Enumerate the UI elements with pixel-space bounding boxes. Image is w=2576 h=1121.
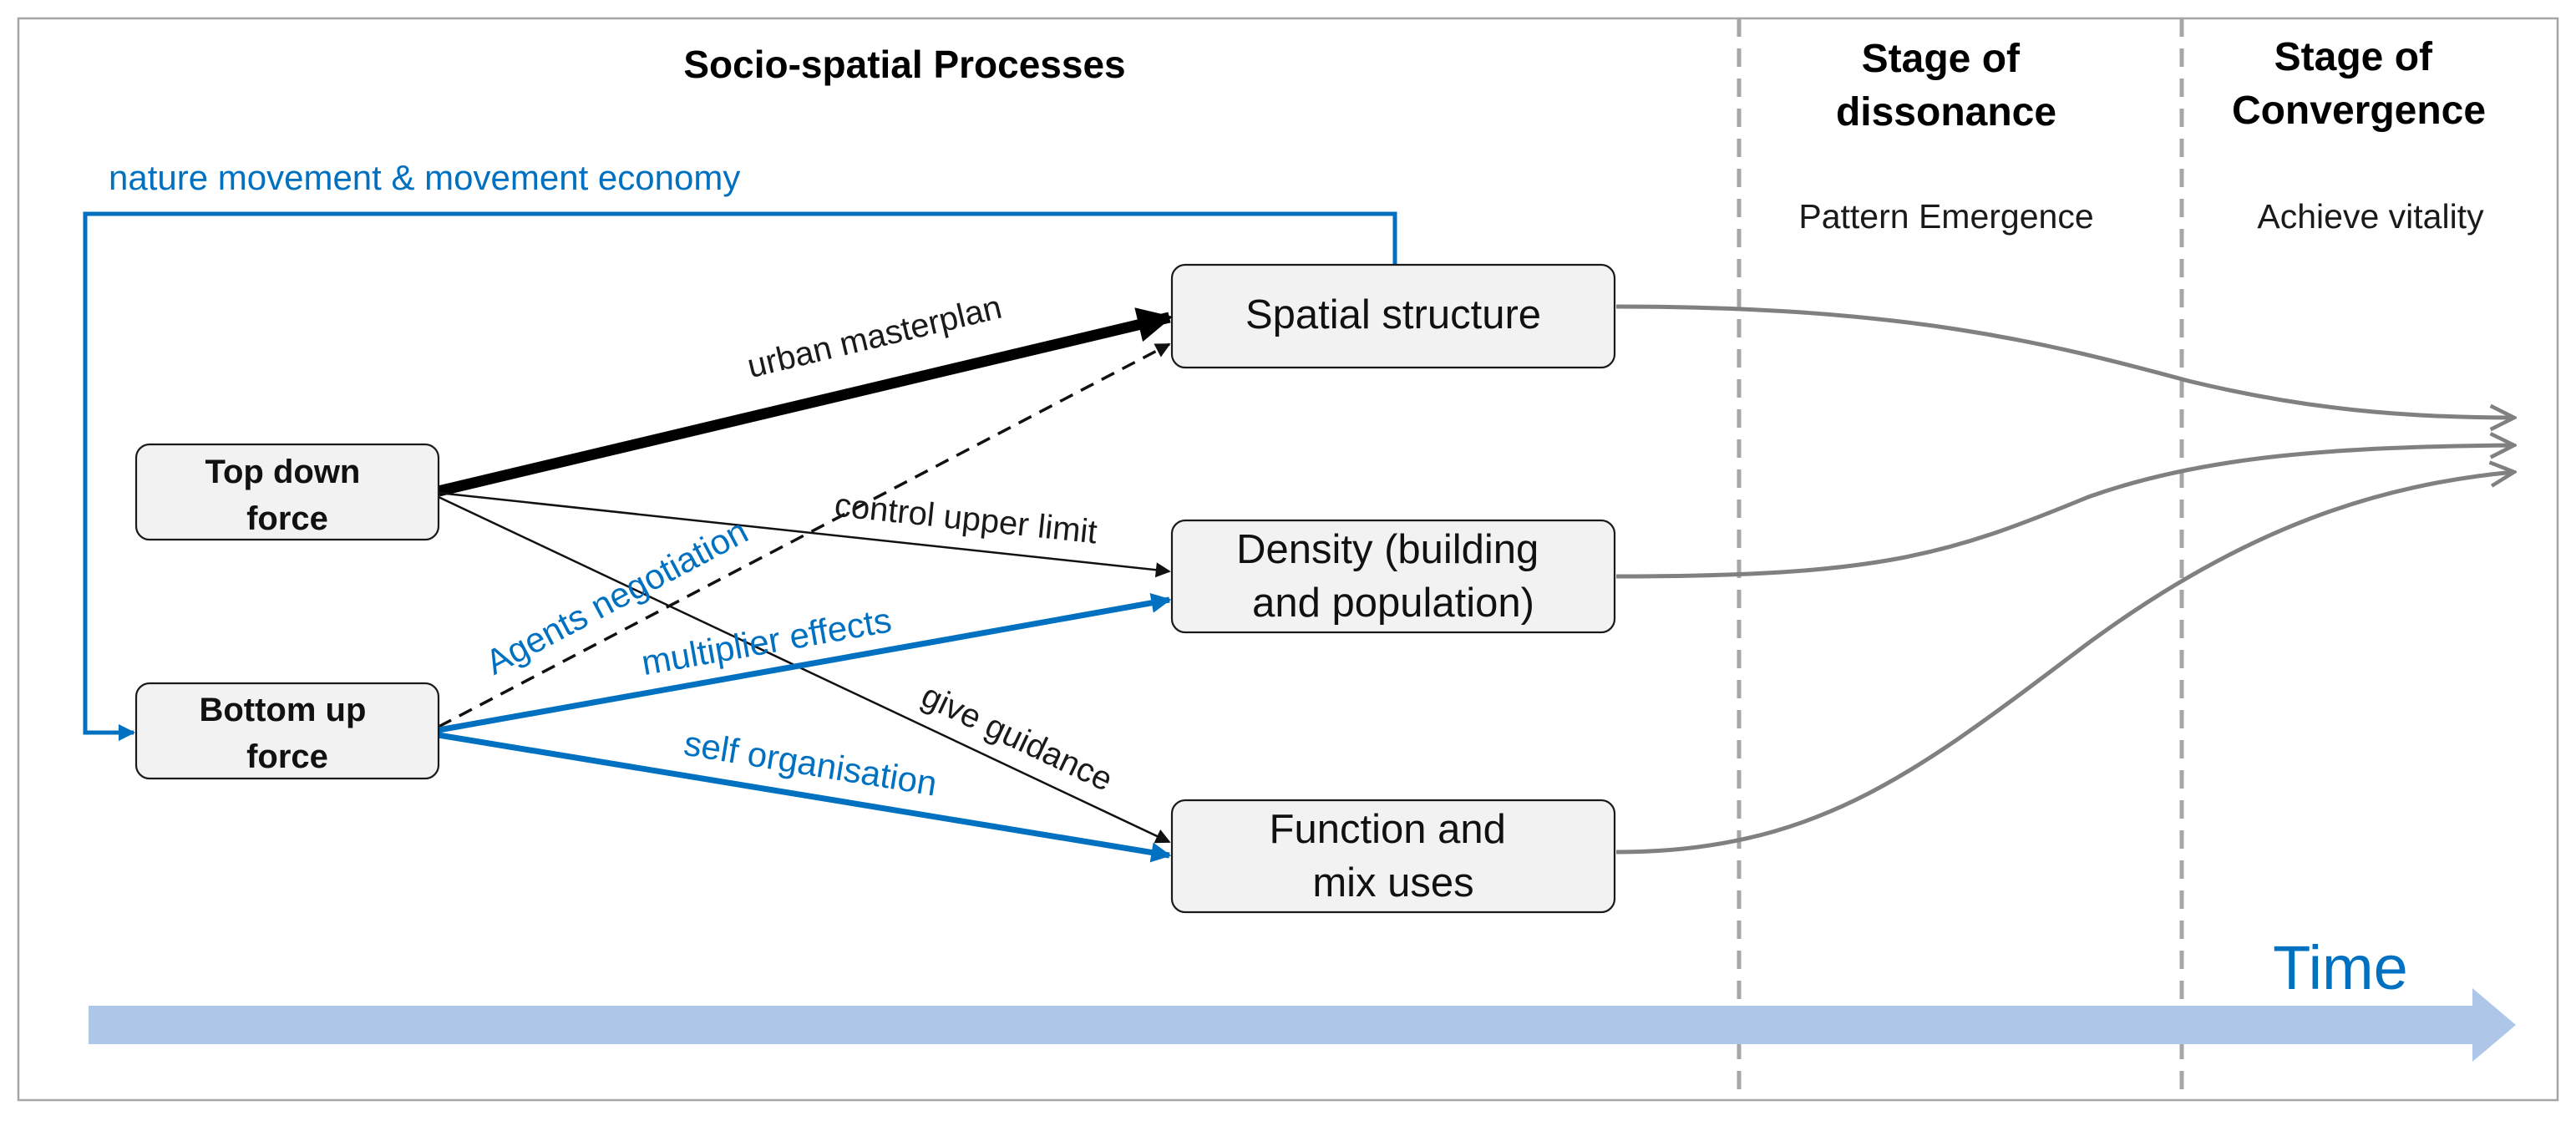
- self-organisation-label: self organisation: [682, 723, 940, 804]
- dissonance-heading-line-1: Stage of: [1862, 37, 2021, 81]
- nature-movement-loop-arrow: [83, 211, 1397, 741]
- dissonance-heading: Stage of dissonance: [1836, 37, 2056, 134]
- nature-movement-label: nature movement & movement economy: [109, 158, 740, 197]
- function-line-1: Function and: [1270, 807, 1506, 852]
- control-upper-limit-arrow: [438, 491, 1171, 578]
- dissonance-caption: Pattern Emergence: [1798, 197, 2093, 236]
- convergence-heading-line-2: Convergence: [2232, 89, 2486, 133]
- top-down-force-line-1: Top down: [205, 454, 361, 490]
- density-line-1: Density (building: [1236, 527, 1539, 572]
- function-box: Function and mix uses: [1170, 799, 1616, 914]
- dissonance-heading-line-2: dissonance: [1836, 90, 2056, 134]
- density-label: Density (building and population): [1236, 527, 1550, 626]
- bottom-up-force-box: Bottom up force: [134, 682, 440, 780]
- self-organisation-arrow: [438, 732, 1172, 863]
- time-arrow: [89, 988, 2516, 1062]
- time-label: Time: [2273, 933, 2408, 1002]
- processes-heading: Socio-spatial Processes: [683, 43, 1125, 86]
- convergence-heading: Stage of Convergence: [2232, 35, 2486, 133]
- function-convergence-curve: [1615, 472, 2514, 855]
- density-line-2: and population): [1252, 581, 1534, 626]
- density-convergence-curve: [1615, 445, 2514, 579]
- spatial-structure-label: Spatial structure: [1245, 292, 1541, 337]
- bottom-up-force-label: Bottom up force: [199, 692, 375, 775]
- function-label: Function and mix uses: [1270, 807, 1518, 905]
- bottom-up-force-line-1: Bottom up: [199, 692, 366, 728]
- density-box: Density (building and population): [1170, 519, 1616, 634]
- convergence-caption: Achieve vitality: [2257, 197, 2484, 236]
- spatial-structure-box: Spatial structure: [1170, 263, 1616, 369]
- multiplier-effects-arrow: [438, 592, 1172, 733]
- bottom-up-force-line-2: force: [246, 738, 328, 775]
- function-line-2: mix uses: [1312, 860, 1473, 905]
- spatial-convergence-curve: [1615, 304, 2514, 418]
- control-upper-limit-label: control upper limit: [833, 487, 1099, 551]
- top-down-force-box: Top down force: [134, 443, 440, 541]
- urban-masterplan-arrow: [437, 307, 1174, 497]
- spatial-structure-line-1: Spatial structure: [1245, 292, 1541, 337]
- give-guidance-arrow: [438, 495, 1171, 844]
- outer-frame: [17, 17, 2559, 1102]
- convergence-heading-line-1: Stage of: [2274, 35, 2433, 79]
- top-down-force-label: Top down force: [205, 454, 370, 537]
- agents-negotiation-arrow: [438, 342, 1171, 728]
- top-down-force-line-2: force: [246, 500, 328, 537]
